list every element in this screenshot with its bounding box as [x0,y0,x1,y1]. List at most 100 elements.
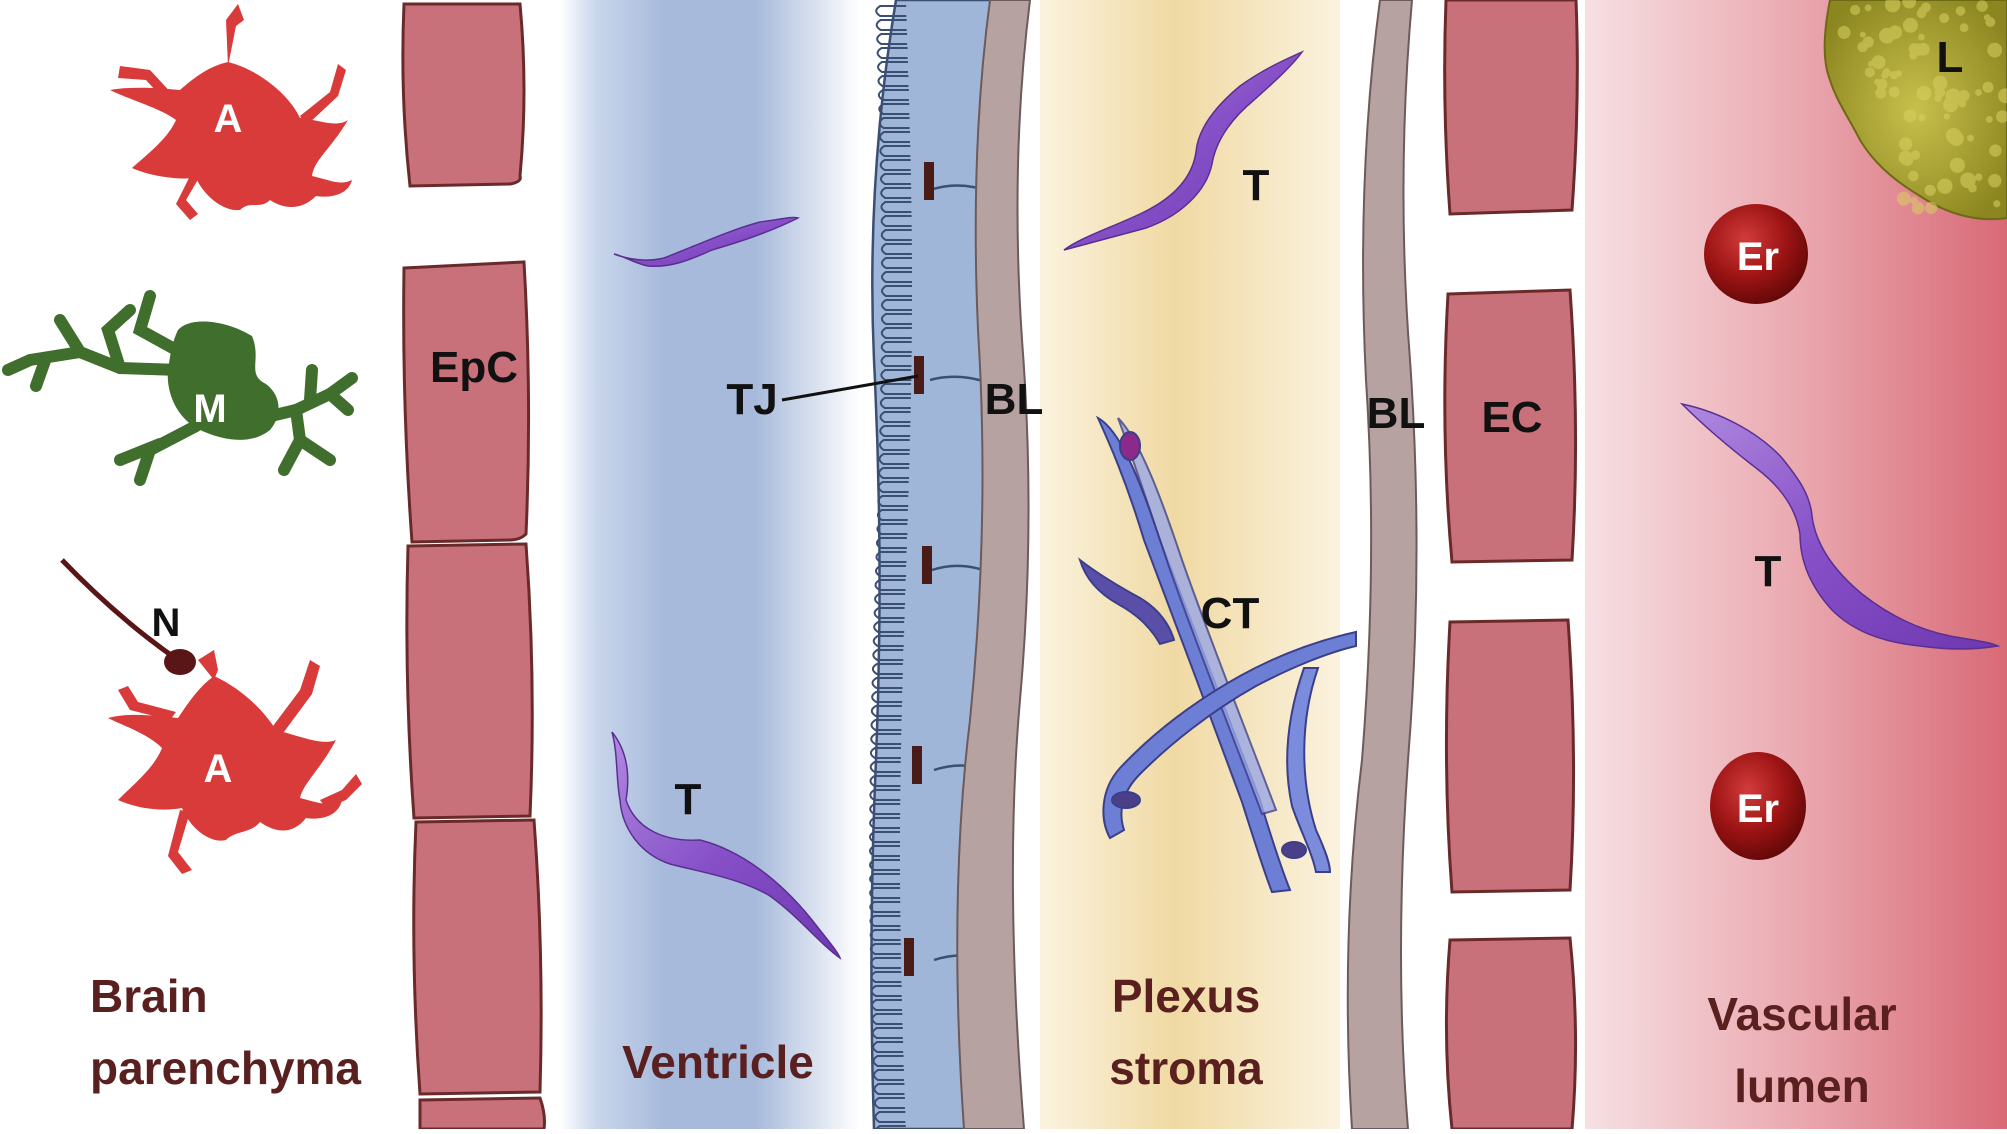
leukocyte-texture [1909,51,1918,60]
leukocyte-texture [1864,67,1875,78]
leukocyte-texture [1837,25,1851,39]
tight-junction-marker [924,162,934,200]
region-stroma-line1: Plexus [1112,970,1260,1022]
tight-junction-marker [922,546,932,584]
leukocyte-texture [1918,114,1926,122]
astrocyte-icon [108,650,362,874]
region-stroma-line2: stroma [1109,1042,1263,1094]
tight-junction-label: TJ [726,375,777,424]
neuron-terminal-icon [164,649,196,675]
leukocyte-texture [1988,174,2002,188]
region-lumen-line1: Vascular [1707,988,1896,1040]
leukocyte-texture [1975,173,1983,181]
basal-lamina-left-label: BL [985,375,1044,424]
leukocyte-texture [1968,183,1977,193]
leukocyte-texture [1888,25,1903,40]
leukocyte-texture [1967,134,1974,142]
leukocyte-texture [1976,0,1988,12]
leukocyte-texture [1921,2,1931,13]
leukocyte-texture [1889,71,1899,80]
leukocyte-texture [1902,0,1916,9]
leukocyte-texture [1935,87,1946,98]
neuron-axon [60,558,180,663]
leukocyte-texture [1993,200,2001,208]
leukocyte-texture [1899,137,1913,151]
region-brain-line2: parenchyma [90,1042,361,1094]
region-brain-line1: Brain [90,970,208,1022]
leukocyte-texture [1989,144,2002,157]
leukocyte-texture [1945,88,1961,105]
leukocyte-texture [1943,113,1950,120]
leukocyte-texture [1871,55,1886,70]
leukocyte-texture [1910,150,1921,160]
leukocyte-texture [1958,90,1970,102]
leukocyte-texture [1896,191,1911,206]
leukocyte-texture [1888,86,1900,98]
leukocyte-texture [1898,150,1913,165]
endothelial-cell-column [1443,0,1579,1131]
astrocyte-icon [110,4,352,220]
connective-tissue-fibers [1078,415,1357,894]
region-ventricle: Ventricle [622,1036,814,1088]
leukocyte-texture [1998,88,2007,104]
leukocyte-texture [1902,17,1918,33]
leukocyte-texture [1932,75,1948,91]
trypanosome-stroma-label: T [1243,161,1270,210]
leukocyte-texture [1996,110,2007,123]
leukocyte-texture [1908,170,1919,182]
microvilli-border [869,5,912,1134]
leukocyte-texture [1918,33,1925,41]
leukocyte-icon [1823,0,2007,221]
trypanosome-ventricle [611,731,842,960]
trypanosome-ventricle-label: T [675,775,702,824]
ventricle-region [560,0,860,1129]
leukocyte-texture [1868,60,1875,67]
leukocyte-texture [1911,201,1925,215]
neuron-label: N [152,601,181,645]
trypanosome-lumen-label: T [1755,547,1782,596]
leukocyte-texture [1937,178,1953,194]
leukocyte-texture [1916,85,1932,101]
basal-lamina-right-label: BL [1367,389,1426,438]
leukocyte-texture [1949,131,1964,146]
tight-junction-marker [904,938,914,976]
epithelial-cell-label: EpC [430,343,518,392]
trypanosome-lumen [1679,402,2001,650]
leukocyte-texture [1975,89,1982,96]
leukocyte-texture [1924,184,1936,196]
leukocyte-texture [1903,109,1917,122]
leukocyte-texture [1859,31,1866,38]
tight-junction-marker [914,356,924,394]
basal-lamina-right [1346,0,1418,1130]
leukocyte-texture [1864,4,1872,12]
leukocyte-texture [1924,201,1938,215]
erythrocyte-label: Er [1737,787,1779,831]
trypanosome-ventricle-small [613,216,800,268]
leukocyte-texture [1982,81,1994,93]
connective-tissue-label: CT [1201,589,1260,638]
leukocyte-label: L [1937,33,1964,82]
leukocyte-texture [1875,87,1887,99]
microglia-label: M [193,387,226,431]
tight-junction-marker [912,746,922,784]
leukocyte-texture [1949,157,1965,173]
region-lumen-line2: lumen [1734,1060,1869,1112]
leukocyte-texture [1891,2,1899,10]
astrocyte-label: A [214,97,243,141]
erythrocyte-icon [1704,204,1808,304]
leukocyte-texture [1874,78,1881,86]
microglia-icon [2,290,358,486]
leukocyte-texture [1985,116,1993,123]
endothelial-cell-label: EC [1481,393,1542,442]
trypanosome-stroma [1063,50,1305,251]
leukocyte-texture [1958,99,1967,108]
leukocyte-texture [1850,4,1861,16]
leukocyte-texture [1882,68,1891,77]
leukocyte-texture [1985,17,1996,27]
astrocyte-label: A [204,747,233,791]
erythrocyte-icon [1710,752,1806,860]
leukocyte-texture [1959,23,1969,33]
tight-junction-pointer [781,374,919,402]
